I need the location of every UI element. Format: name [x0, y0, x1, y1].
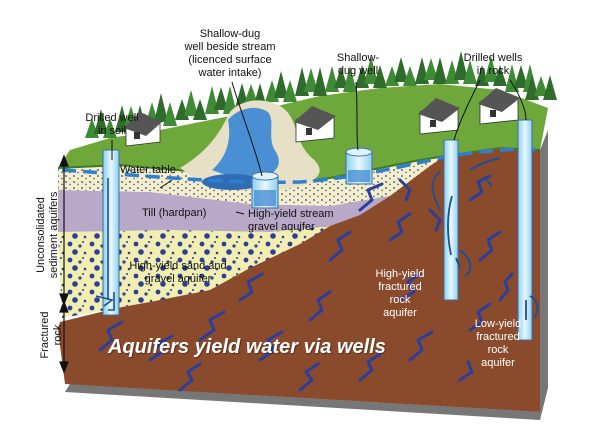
sand-gravel-layer	[58, 226, 330, 318]
fracture	[358, 182, 384, 212]
house-right-2	[478, 88, 520, 125]
left-axis-arrows	[59, 154, 69, 374]
fracture	[458, 360, 474, 382]
label-high-yield-sand: High-yield sand and gravel aquifer	[129, 260, 227, 285]
diagram-title: Aquifers yield water via wells	[108, 336, 386, 358]
tree	[424, 58, 438, 80]
label-shallow-dug-stream: Shallow-dug well beside stream (licenced…	[184, 28, 276, 79]
fracture	[178, 362, 202, 392]
fracture	[98, 320, 124, 352]
fracture	[238, 272, 264, 302]
tree	[193, 99, 207, 120]
label-high-yield-stream: High-yield stream gravel aquifer	[248, 208, 334, 233]
well-drilled-rock-2	[517, 119, 539, 341]
tree	[373, 65, 387, 88]
house-middle	[294, 106, 336, 143]
label-pointers	[111, 79, 527, 215]
fracture	[258, 330, 284, 362]
tree	[463, 60, 477, 84]
groundwater-flow-arrows	[459, 157, 501, 277]
label-fractured-rock: Fractured rock	[39, 311, 64, 359]
fracture	[408, 330, 434, 362]
tree	[163, 102, 177, 126]
fracture	[388, 212, 412, 242]
tree	[334, 67, 348, 88]
label-shallow-dug-well: Shallow- dug well	[336, 52, 380, 77]
tree	[103, 118, 117, 138]
tree	[493, 65, 507, 86]
till-layer	[58, 190, 390, 232]
stream-bed	[180, 100, 320, 191]
tree	[154, 93, 168, 122]
label-drilled-wells-rock: Drilled wells in rock	[463, 52, 523, 77]
fracture	[468, 302, 492, 332]
house-left	[124, 112, 162, 147]
tree	[223, 86, 237, 114]
tree	[313, 67, 327, 96]
well-shallow-dug	[345, 147, 373, 185]
tree	[94, 109, 108, 134]
fracture	[398, 178, 412, 202]
tree	[514, 65, 528, 88]
fracture	[428, 208, 442, 232]
well-drilled-rock-1	[431, 139, 461, 301]
tree	[364, 56, 378, 84]
fracture	[148, 334, 174, 362]
well-shallow-stream	[251, 171, 279, 209]
fracture	[498, 272, 514, 302]
block-side-shadow	[65, 130, 548, 420]
tree	[214, 87, 228, 110]
label-unconsolidated: Unconsolidated sediment aquifers	[35, 191, 60, 279]
tree	[543, 75, 557, 100]
fracture	[478, 230, 502, 262]
fracture	[468, 174, 492, 202]
tree	[274, 71, 288, 98]
fracture	[198, 310, 226, 342]
well-drilled-soil	[95, 149, 120, 316]
label-till: Till (hardpan)	[142, 207, 207, 219]
label-low-yield-fractured: Low-yield fractured rock aquifer	[474, 318, 522, 369]
rock-fractures	[98, 174, 514, 392]
tree	[534, 76, 548, 96]
tree	[304, 68, 318, 92]
tree	[394, 57, 408, 82]
tree	[244, 84, 258, 104]
fracture	[398, 272, 422, 302]
tree	[433, 57, 447, 84]
tree	[343, 66, 357, 92]
tree	[484, 56, 498, 82]
label-drilled-well-soil: Drilled well in soil	[85, 112, 139, 137]
tree	[403, 66, 417, 86]
fracture	[308, 290, 332, 322]
tree	[454, 51, 468, 80]
label-water-table: Water table	[120, 164, 176, 176]
label-high-yield-fractured: High-yield fractured rock aquifer	[375, 268, 425, 319]
fracture	[328, 230, 352, 262]
fracture	[358, 352, 382, 382]
fracture	[298, 362, 320, 392]
tree	[184, 90, 198, 116]
tree	[283, 80, 297, 102]
house-right-1	[418, 98, 460, 135]
